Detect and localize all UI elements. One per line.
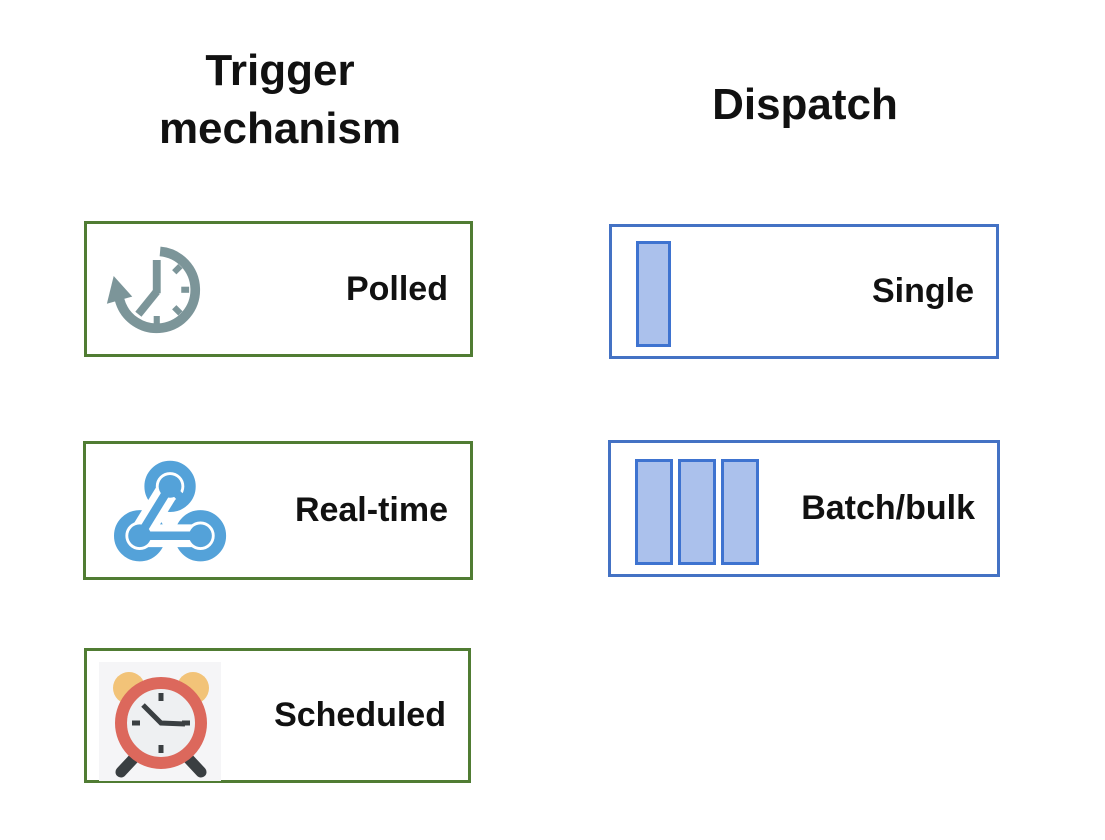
clock-history-icon — [101, 239, 209, 344]
bar-glyph — [635, 459, 673, 565]
trigger-item-scheduled: Scheduled — [84, 648, 471, 783]
dispatch-item-label: Batch/bulk — [801, 489, 975, 527]
bar-glyph — [721, 459, 759, 565]
bar-glyph — [636, 241, 671, 347]
dispatch-item-label: Single — [871, 272, 974, 310]
bar-glyph — [678, 459, 716, 565]
trigger-item-label: Real-time — [294, 491, 448, 529]
dispatch-item-batch: Batch/bulk — [608, 440, 1000, 577]
dispatch-item-single: Single — [609, 224, 999, 359]
webhook-icon — [114, 455, 228, 569]
trigger-item-label: Polled — [345, 269, 448, 308]
trigger-item-label: Scheduled — [274, 696, 446, 734]
dispatch-column-title: Dispatch — [712, 80, 898, 129]
trigger-column-title: Trigger mechanism — [158, 46, 402, 153]
trigger-item-polled: Polled — [84, 221, 473, 357]
trigger-item-realtime: Real-time — [83, 441, 473, 580]
alarm-clock-icon — [99, 662, 221, 781]
triple-bar-glyph — [635, 459, 759, 565]
single-bar-glyph — [636, 241, 671, 347]
